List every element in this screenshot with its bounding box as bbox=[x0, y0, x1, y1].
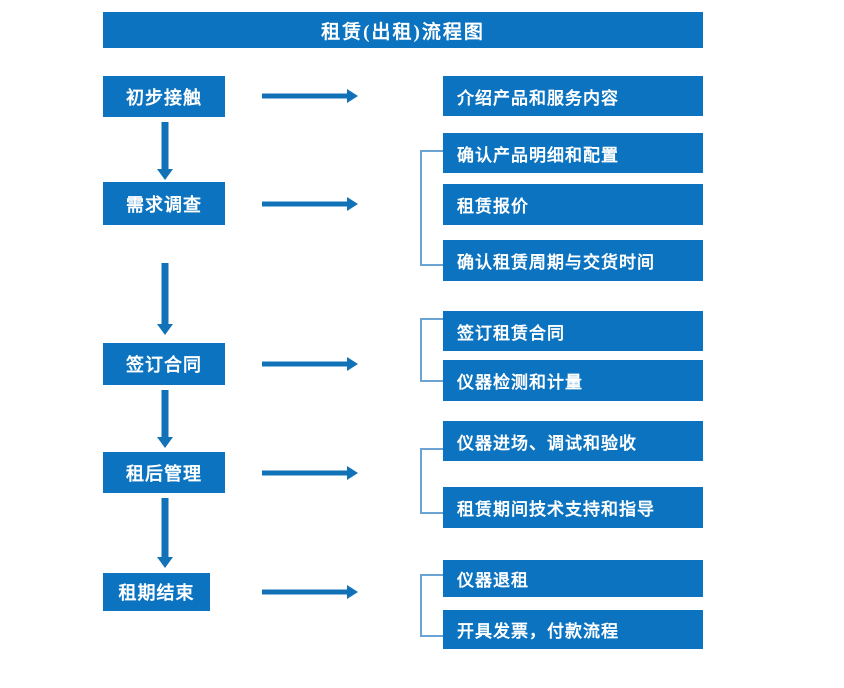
detail-box-4-2[interactable]: 租赁期间技术支持和指导 bbox=[443, 487, 703, 528]
detail-box-2-1[interactable]: 确认产品明细和配置 bbox=[443, 133, 703, 173]
group-bracket-2 bbox=[420, 150, 443, 266]
detail-box-1-1[interactable]: 介绍产品和服务内容 bbox=[443, 76, 703, 116]
flow-arrow-down-1 bbox=[150, 122, 180, 180]
stage-box-2[interactable]: 需求调查 bbox=[103, 182, 225, 225]
arrow-shaft bbox=[262, 589, 348, 595]
arrow-shaft bbox=[161, 390, 169, 438]
arrow-shaft bbox=[161, 498, 169, 558]
arrow-head bbox=[157, 557, 173, 568]
arrow-head bbox=[347, 197, 358, 211]
group-bracket-3 bbox=[420, 318, 443, 382]
stage-box-5[interactable]: 租期结束 bbox=[103, 573, 210, 611]
detail-box-2-2[interactable]: 租赁报价 bbox=[443, 184, 703, 225]
detail-box-2-3[interactable]: 确认租赁周期与交货时间 bbox=[443, 240, 703, 281]
arrow-head bbox=[347, 466, 358, 480]
arrow-head bbox=[347, 357, 358, 371]
arrow-head bbox=[157, 169, 173, 180]
detail-box-3-1[interactable]: 签订租赁合同 bbox=[443, 311, 703, 351]
diagram-title: 租赁(出租)流程图 bbox=[103, 12, 703, 48]
arrow-shaft bbox=[262, 201, 348, 207]
stage-box-3[interactable]: 签订合同 bbox=[103, 343, 225, 385]
flow-arrow-down-4 bbox=[150, 498, 180, 568]
arrow-head bbox=[347, 585, 358, 599]
detail-box-5-2[interactable]: 开具发票，付款流程 bbox=[443, 610, 703, 649]
arrow-head bbox=[347, 89, 358, 103]
stage-box-4[interactable]: 租后管理 bbox=[103, 452, 225, 493]
stage-box-1[interactable]: 初步接触 bbox=[103, 76, 225, 117]
arrow-shaft bbox=[161, 122, 169, 170]
detail-box-3-2[interactable]: 仪器检测和计量 bbox=[443, 360, 703, 401]
flow-arrow-right-2 bbox=[262, 197, 358, 211]
group-bracket-4 bbox=[420, 448, 443, 514]
flow-arrow-right-3 bbox=[262, 357, 358, 371]
arrow-head bbox=[157, 324, 173, 335]
detail-box-4-1[interactable]: 仪器进场、调试和验收 bbox=[443, 421, 703, 461]
arrow-head bbox=[157, 437, 173, 448]
flow-arrow-down-2 bbox=[150, 263, 180, 335]
arrow-shaft bbox=[161, 263, 169, 325]
flow-arrow-down-3 bbox=[150, 390, 180, 448]
flow-arrow-right-5 bbox=[262, 585, 358, 599]
arrow-shaft bbox=[262, 93, 348, 99]
detail-box-5-1[interactable]: 仪器退租 bbox=[443, 560, 703, 597]
group-bracket-5 bbox=[420, 574, 443, 637]
arrow-shaft bbox=[262, 361, 348, 367]
arrow-shaft bbox=[262, 470, 348, 476]
flow-arrow-right-4 bbox=[262, 466, 358, 480]
flow-arrow-right-1 bbox=[262, 89, 358, 103]
